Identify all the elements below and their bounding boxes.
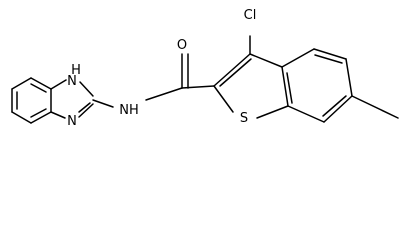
chemical-structure-diagram: H N N NH O Cl S [11,8,399,129]
double-bond-inner [219,58,252,87]
benzothiophene-benzene-ring [281,48,399,123]
double-bond-inner [30,83,47,93]
atom-label-n: N [67,114,77,129]
bond [11,111,32,124]
double-bond-inner [286,72,293,104]
bond [11,77,32,90]
bond [50,79,67,90]
double-bond-inner [322,95,347,117]
bond [287,105,325,123]
methyl-bond [351,95,399,119]
atom-label-h: H [71,63,81,78]
bond [313,48,347,60]
bond [181,85,215,89]
benzimidazole-benzene-ring [11,77,52,124]
bond [92,99,114,108]
double-bond-inner [30,108,47,118]
bond [213,53,251,87]
bond [145,87,183,101]
bond [281,48,315,68]
bond [79,81,94,97]
bond [281,66,289,107]
bond [323,95,353,123]
bond [78,103,94,118]
atom-label-n-h: N [67,74,77,89]
atom-label-nh: NH [119,103,139,118]
atom-label-o: O [177,38,187,53]
bond [345,58,353,97]
bond [213,85,234,113]
bond [50,111,66,119]
imidazole-ring [50,79,94,119]
amide-linker [92,53,215,108]
double-bond-inner [314,54,343,64]
bond [30,77,52,90]
double-bond-inner [78,102,91,113]
atom-label-cl: Cl [244,8,257,23]
thiophene-ring [213,35,289,119]
bond [256,105,289,119]
atom-label-s: S [240,111,248,126]
bond [249,53,283,68]
bond [30,111,52,124]
